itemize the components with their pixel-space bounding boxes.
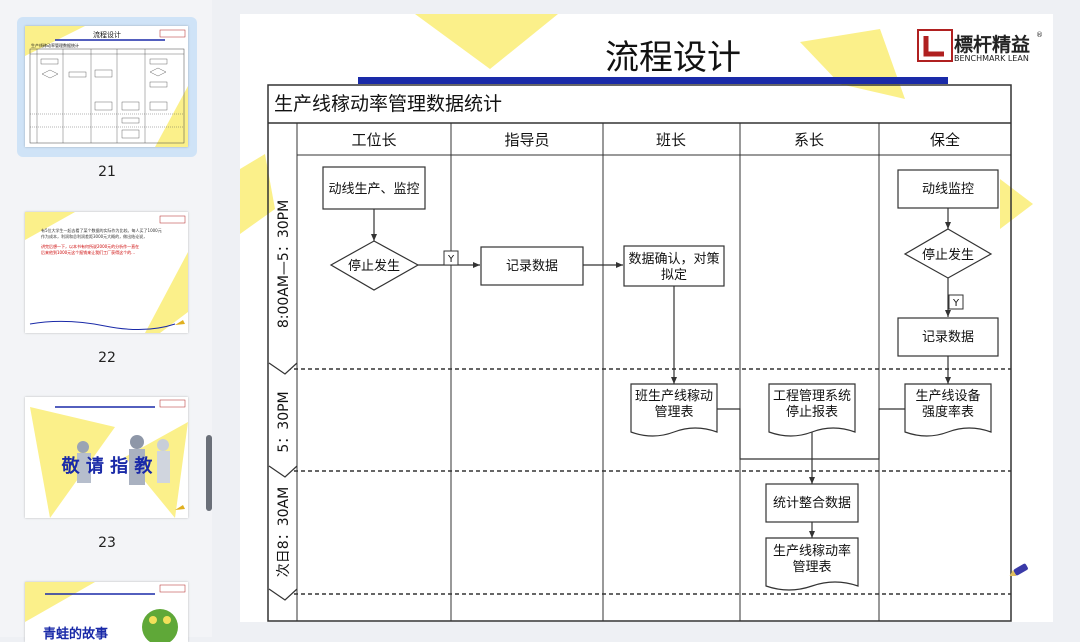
slide-thumbnail-22[interactable]: 有5位大学生一起去看了某个数据的实际作为比较。每人买了1000元 作为成本，利润…: [25, 212, 188, 333]
thumb-title: 流程设计: [93, 30, 121, 39]
column-header-maintenance: 保全: [930, 131, 960, 149]
svg-text:记录数据: 记录数据: [922, 330, 974, 345]
column-header-section-chief: 系长: [794, 131, 824, 149]
box-consolidate-data: 统计整合数据: [766, 484, 858, 522]
thumb-title: 敬 请 指 教: [61, 455, 154, 477]
box-line-production: 动线生产、监控: [323, 167, 425, 209]
slide-canvas: 流程设计 標杆精益 ® BENCHMARK LEAN 生产线稼动率管理数据统计 …: [240, 14, 1053, 622]
svg-text:动线监控: 动线监控: [922, 182, 974, 197]
box-record-data-2: 记录数据: [898, 318, 998, 356]
decision-stop-occurs-2: 停止发生: [905, 229, 991, 278]
column-header-worker-lead: 工位长: [351, 131, 396, 149]
svg-text:班生产线稼动: 班生产线稼动: [635, 389, 713, 404]
slide-title: 流程设计: [605, 38, 741, 78]
decor-shape: [415, 14, 558, 69]
slide-thumbnail-24[interactable]: 青蛙的故事: [25, 582, 188, 642]
box-line-monitor: 动线监控: [898, 170, 998, 208]
logo-name: 標杆精益: [954, 33, 1030, 56]
benchmark-lean-logo: 標杆精益 ® BENCHMARK LEAN: [918, 30, 1043, 63]
row-label-next-day: 次日8：30AM: [276, 487, 292, 577]
svg-text:停止报表: 停止报表: [786, 404, 838, 420]
thumb-subtitle: 生产线稼动率管理数据统计: [31, 42, 79, 48]
svg-text:生产线稼动率: 生产线稼动率: [773, 543, 851, 559]
row-label-day-shift: 8:00AM—5：30PM: [276, 200, 292, 328]
thumb-highlight-line: 后来他到1000元这个报销来让我们工厂获得这个的...: [41, 250, 181, 256]
decor-shape: [1000, 179, 1033, 229]
yes-label-1: Y: [447, 254, 455, 265]
slide-thumbnail-panel: 流程设计 生产线稼动率管理数据统计 21: [0, 0, 212, 637]
decor-shape: [800, 29, 905, 99]
yes-label-2: Y: [952, 298, 960, 309]
scrollbar-thumb[interactable]: [206, 435, 212, 511]
slide-thumbnail-21[interactable]: 流程设计 生产线稼动率管理数据统计: [25, 26, 188, 147]
row-label-evening: 5：30PM: [276, 391, 292, 452]
box-record-data-1: 记录数据: [481, 247, 583, 285]
svg-text:停止发生: 停止发生: [922, 247, 974, 263]
decision-stop-occurs-1: 停止发生: [331, 241, 418, 290]
decor-shape: [240, 154, 275, 234]
table-title: 生产线稼动率管理数据统计: [274, 93, 502, 115]
thumbnail-number-23: 23: [17, 535, 197, 551]
svg-text:拟定: 拟定: [661, 268, 687, 283]
logo-sub: BENCHMARK LEAN: [954, 54, 1029, 63]
column-header-instructor: 指导员: [504, 131, 549, 149]
doc-line-utilization-sheet: 生产线稼动率 管理表: [766, 538, 858, 590]
slide-thumbnail-23[interactable]: 敬 请 指 教: [25, 397, 188, 518]
thumbnail-number-21: 21: [17, 164, 197, 180]
column-header-team-lead: 班长: [656, 131, 686, 149]
doc-team-utilization-sheet: 班生产线稼动 管理表: [631, 384, 717, 436]
svg-text:停止发生: 停止发生: [348, 258, 400, 274]
svg-text:统计整合数据: 统计整合数据: [773, 496, 851, 511]
thumbnail-number-22: 22: [17, 350, 197, 366]
doc-engineering-stop-report: 工程管理系统 停止报表: [769, 384, 855, 436]
title-rule: [358, 77, 948, 84]
svg-text:管理表: 管理表: [654, 405, 693, 420]
svg-text:记录数据: 记录数据: [506, 259, 558, 274]
svg-text:生产线设备: 生产线设备: [915, 388, 980, 404]
thumb-title: 青蛙的故事: [43, 626, 108, 642]
box-data-confirm: 数据确认，对策 拟定: [624, 246, 724, 286]
svg-text:工程管理系统: 工程管理系统: [773, 389, 851, 404]
svg-text:数据确认，对策: 数据确认，对策: [628, 251, 719, 267]
logo-registered: ®: [1036, 31, 1043, 39]
svg-text:动线生产、监控: 动线生产、监控: [328, 182, 419, 197]
doc-equipment-intensity-sheet: 生产线设备 强度率表: [905, 384, 991, 436]
svg-text:管理表: 管理表: [792, 560, 831, 575]
svg-text:强度率表: 强度率表: [922, 404, 974, 420]
